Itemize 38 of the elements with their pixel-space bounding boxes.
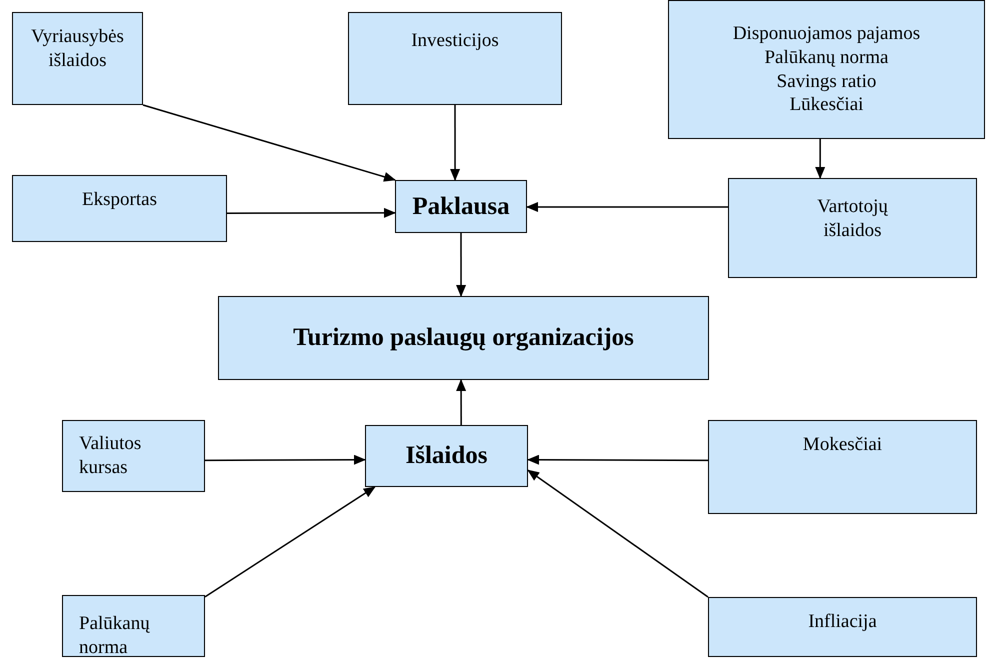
arrow <box>227 208 396 218</box>
box-label: Mokesčiai <box>802 433 882 457</box>
process-box <box>348 12 562 105</box>
process-box <box>12 12 143 105</box>
box-label: Lūkesčiai <box>790 93 864 117</box>
box-label: Palūkanų norma <box>764 46 888 70</box>
arrow <box>456 379 466 425</box>
arrow <box>450 105 460 181</box>
process-box <box>395 180 527 233</box>
process-box <box>728 178 977 278</box>
process-box <box>708 597 977 657</box>
box-label: Turizmo paslaugų organizacijos <box>293 323 634 354</box>
process-box <box>218 296 709 380</box>
box-label: Infliacija <box>808 610 877 634</box>
process-box <box>708 420 977 514</box>
arrow <box>456 233 466 297</box>
box-label: Paklausa <box>412 192 510 222</box>
arrow <box>815 139 826 179</box>
box-label: Palūkanų norma <box>79 612 151 659</box>
process-box <box>668 0 985 139</box>
process-box <box>365 425 528 487</box>
arrow <box>527 470 708 598</box>
box-label: Vyriausybės išlaidos <box>30 25 125 72</box>
box-label: Investicijos <box>411 29 499 53</box>
arrow <box>527 454 708 465</box>
arrow <box>142 104 396 182</box>
box-label: Disponuojamos pajamos <box>732 22 920 46</box>
arrow <box>526 202 728 212</box>
arrow <box>204 486 376 598</box>
process-box <box>62 420 205 492</box>
box-label: Valiutos kursas <box>79 432 142 480</box>
process-box <box>12 175 227 242</box>
box-label: Savings ratio <box>776 70 876 94</box>
box-label: Vartotojų išlaidos <box>816 195 889 242</box>
arrow <box>205 454 366 465</box>
box-label: Išlaidos <box>406 441 488 472</box>
box-label: Eksportas <box>82 188 157 212</box>
process-box <box>62 595 205 657</box>
